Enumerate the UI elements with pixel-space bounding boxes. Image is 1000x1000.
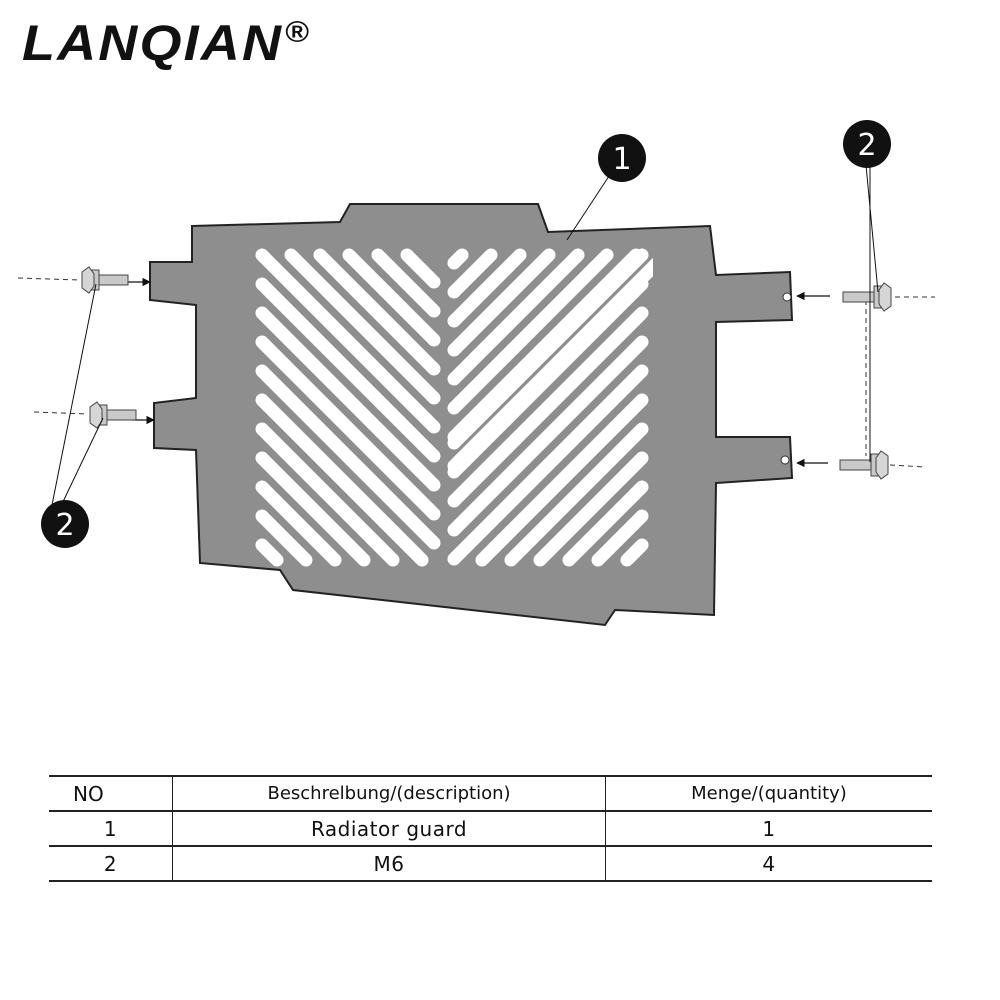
vent-slot xyxy=(504,422,649,567)
registered-mark: ® xyxy=(285,16,312,49)
vent-slot xyxy=(447,248,649,450)
vent-slot xyxy=(591,509,649,567)
row-description: M6 xyxy=(172,845,606,882)
leader-lines xyxy=(51,164,879,509)
table-row: 1 Radiator guard 1 xyxy=(49,810,932,847)
header-quantity: Menge/(quantity) xyxy=(605,775,932,812)
vent-slot xyxy=(447,248,614,415)
vent-slot xyxy=(562,480,649,567)
brand-logo: LANQIAN® xyxy=(22,14,311,72)
vent-slot xyxy=(447,364,649,566)
vent-slot xyxy=(255,480,342,567)
vent-slot xyxy=(447,248,556,357)
radiator-guard-plate xyxy=(149,203,794,627)
vent-slot xyxy=(447,248,585,386)
vent-slot xyxy=(255,509,313,567)
vent-slot xyxy=(447,277,649,479)
assembly-diagram: 1 2 2 xyxy=(17,120,935,627)
parts-table: NO Beschrelbung/(description) Menge/(qua… xyxy=(49,775,932,882)
vent-slot xyxy=(255,306,441,492)
bolt-left-lower xyxy=(89,401,137,429)
guard-slots xyxy=(255,248,653,567)
table-row: 2 M6 4 xyxy=(49,845,932,882)
brand-name: LANQIAN xyxy=(22,15,284,71)
vent-slot xyxy=(255,538,284,567)
bolt-right-upper xyxy=(842,282,892,312)
header-no: NO xyxy=(49,775,173,812)
vent-slot xyxy=(371,248,441,318)
callout-1: 1 xyxy=(598,134,646,182)
vent-slot xyxy=(447,248,469,270)
vent-slot xyxy=(620,538,649,567)
bolt-right-lower xyxy=(839,450,889,480)
vent-slot xyxy=(255,422,400,567)
callout-2-right: 2 xyxy=(843,120,891,168)
vent-slot xyxy=(255,451,371,567)
vent-slot xyxy=(255,364,441,550)
parts-table-header: NO Beschrelbung/(description) Menge/(qua… xyxy=(49,775,932,812)
row-no: 1 xyxy=(49,810,173,847)
callout-1-label: 1 xyxy=(612,142,631,177)
row-quantity: 4 xyxy=(605,845,932,882)
vent-slot xyxy=(255,277,441,463)
vent-slot xyxy=(255,335,441,521)
vent-slot xyxy=(313,248,441,376)
vent-slot xyxy=(447,306,649,508)
vent-slot xyxy=(255,393,429,567)
row-description: Radiator guard xyxy=(172,810,606,847)
vent-slot xyxy=(255,248,441,434)
callout-2-right-label: 2 xyxy=(857,128,876,163)
callout-2-left-label: 2 xyxy=(55,508,74,543)
vent-slot xyxy=(533,451,649,567)
vent-slot xyxy=(475,393,649,567)
vent-slot xyxy=(342,248,441,347)
vent-slot xyxy=(447,248,498,299)
bolt-left-upper xyxy=(81,266,129,294)
vent-slot xyxy=(447,248,527,328)
vent-slot xyxy=(447,335,649,537)
row-no: 2 xyxy=(49,845,173,882)
row-quantity: 1 xyxy=(605,810,932,847)
vent-slot xyxy=(284,248,441,405)
vent-slot xyxy=(400,248,441,289)
callout-2-left: 2 xyxy=(41,500,89,548)
assembly-lines xyxy=(17,277,935,468)
header-description: Beschrelbung/(description) xyxy=(172,775,606,812)
